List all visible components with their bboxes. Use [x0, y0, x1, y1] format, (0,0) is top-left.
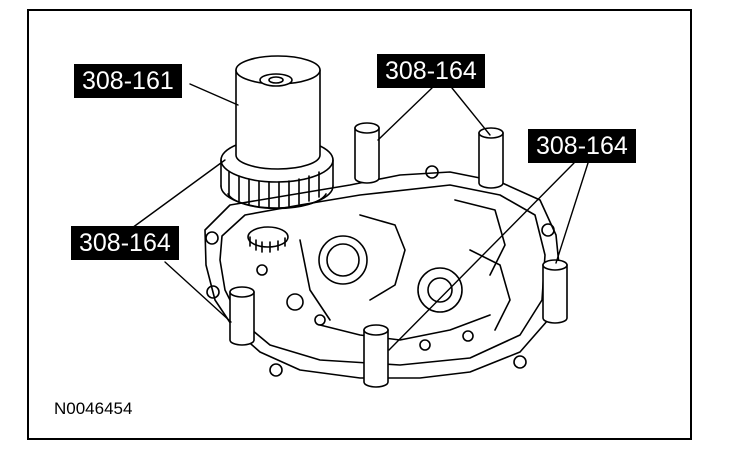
callout-308-161: 308-161 — [74, 64, 182, 98]
guide-pin-top-right — [478, 127, 504, 189]
leader-lines — [131, 83, 589, 351]
callout-308-164-right: 308-164 — [528, 129, 636, 163]
callout-308-164-left: 308-164 — [71, 226, 179, 260]
callout-308-164-top: 308-164 — [377, 54, 485, 88]
gear-assembly — [220, 137, 334, 210]
guide-pin-right — [542, 259, 568, 324]
tool-308-161 — [235, 55, 321, 170]
guide-pin-top-left — [354, 122, 380, 184]
guide-pin-left — [229, 286, 255, 346]
figure-id: N0046454 — [54, 399, 133, 418]
guide-pin-bottom — [363, 324, 389, 388]
